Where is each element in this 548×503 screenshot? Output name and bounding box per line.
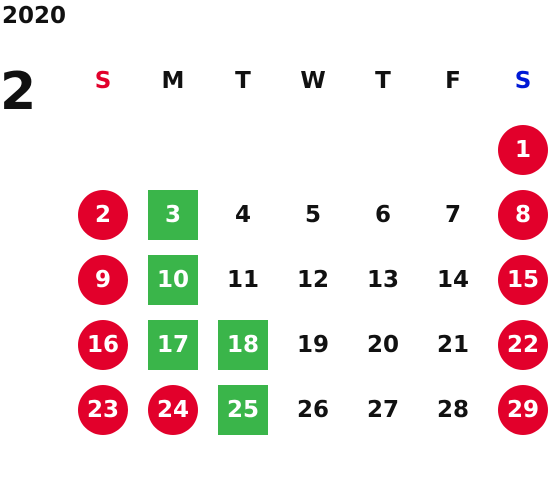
day-number: 7 <box>444 202 461 228</box>
day-number: 2 <box>78 190 128 240</box>
day-number: 10 <box>148 255 198 305</box>
day-number: 25 <box>218 385 268 435</box>
day-cell[interactable]: 17 <box>138 315 208 375</box>
day-cell[interactable]: 28 <box>418 380 488 440</box>
day-cell[interactable]: 12 <box>278 250 348 310</box>
day-number: 1 <box>498 125 548 175</box>
day-cell[interactable]: 5 <box>278 185 348 245</box>
day-cell[interactable]: 13 <box>348 250 418 310</box>
day-number: 15 <box>498 255 548 305</box>
day-cell[interactable]: 29 <box>488 380 548 440</box>
month-label: 2 <box>0 62 37 122</box>
day-cell[interactable]: 24 <box>138 380 208 440</box>
day-cell[interactable]: 4 <box>208 185 278 245</box>
day-number: 21 <box>436 332 469 358</box>
day-cell[interactable]: 1 <box>488 120 548 180</box>
day-number: 8 <box>498 190 548 240</box>
day-cell[interactable]: 27 <box>348 380 418 440</box>
day-number: 11 <box>226 267 259 293</box>
day-number: 9 <box>78 255 128 305</box>
day-number: 24 <box>148 385 198 435</box>
day-number: 23 <box>78 385 128 435</box>
weekday-label: T <box>235 68 251 94</box>
day-cell[interactable]: 23 <box>68 380 138 440</box>
day-number: 14 <box>436 267 469 293</box>
day-number: 22 <box>498 320 548 370</box>
day-cell[interactable]: 25 <box>208 380 278 440</box>
day-cell[interactable]: 8 <box>488 185 548 245</box>
day-cell[interactable]: 15 <box>488 250 548 310</box>
day-cell[interactable]: 2 <box>68 185 138 245</box>
day-number: 27 <box>366 397 399 423</box>
weekday-label: S <box>94 68 112 94</box>
day-cell[interactable]: 20 <box>348 315 418 375</box>
day-cell[interactable]: 22 <box>488 315 548 375</box>
day-number: 17 <box>148 320 198 370</box>
day-cell[interactable]: 21 <box>418 315 488 375</box>
day-cell[interactable]: 7 <box>418 185 488 245</box>
day-number: 16 <box>78 320 128 370</box>
day-number: 20 <box>366 332 399 358</box>
day-cell[interactable]: 14 <box>418 250 488 310</box>
weekday-label: S <box>514 68 532 94</box>
day-number: 4 <box>234 202 251 228</box>
weekday-label: W <box>300 68 326 94</box>
day-number: 19 <box>296 332 329 358</box>
day-number: 3 <box>148 190 198 240</box>
year-label: 2020 <box>2 3 67 29</box>
day-number: 5 <box>304 202 321 228</box>
weekday-label: T <box>375 68 391 94</box>
day-cell[interactable]: 26 <box>278 380 348 440</box>
day-number: 12 <box>296 267 329 293</box>
day-cell[interactable]: 19 <box>278 315 348 375</box>
day-number: 18 <box>218 320 268 370</box>
day-cell[interactable]: 16 <box>68 315 138 375</box>
day-cell[interactable]: 3 <box>138 185 208 245</box>
day-cell[interactable]: 10 <box>138 250 208 310</box>
day-number: 29 <box>498 385 548 435</box>
day-cell[interactable]: 18 <box>208 315 278 375</box>
day-number: 26 <box>296 397 329 423</box>
day-number: 6 <box>374 202 391 228</box>
day-number: 28 <box>436 397 469 423</box>
day-cell[interactable]: 6 <box>348 185 418 245</box>
day-number: 13 <box>366 267 399 293</box>
weekday-label: F <box>445 68 461 94</box>
weekday-label: M <box>161 68 185 94</box>
day-cell[interactable]: 9 <box>68 250 138 310</box>
day-cell[interactable]: 11 <box>208 250 278 310</box>
